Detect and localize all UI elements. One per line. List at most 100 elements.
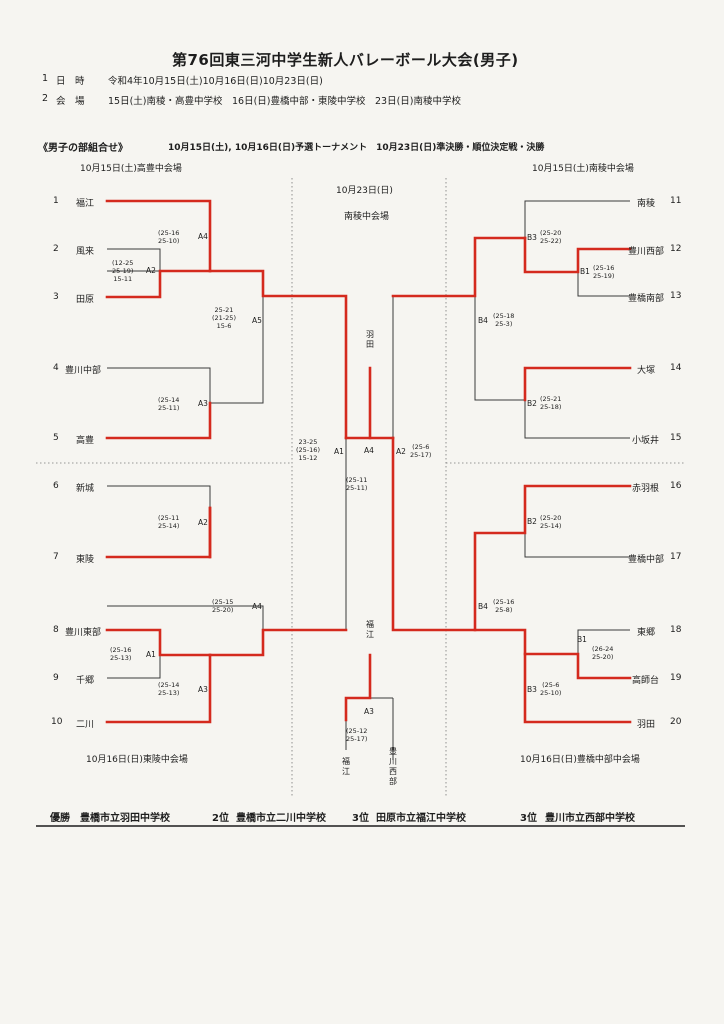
match-code: A2 — [146, 266, 156, 275]
match-code: B2 — [527, 399, 537, 408]
team-number: 20 — [670, 717, 682, 727]
match-code: A3 — [364, 707, 374, 716]
team-name: 豊川西部 — [628, 247, 665, 257]
tr-line — [524, 400, 630, 439]
team-number: 15 — [670, 433, 682, 443]
team-number: 6 — [53, 481, 59, 491]
venue-label: 会 場 — [56, 96, 85, 107]
team-number: 3 — [53, 292, 59, 302]
match-code: B1 — [580, 267, 590, 276]
match-code: B4 — [478, 316, 488, 325]
team-name: 南稜 — [637, 199, 656, 209]
tr-win — [391, 236, 527, 298]
team-number: 4 — [53, 363, 59, 373]
date-number: 1 — [42, 73, 49, 84]
match-code: A1 — [334, 447, 344, 456]
team-name: 赤羽根 — [632, 484, 660, 494]
third-right-label: 豊川西部 — [389, 747, 397, 786]
section-schedule: 10月15日(土), 10月16日(日)予選トーナメント 10月23日(日)準決… — [168, 143, 545, 153]
venue-top-left: 10月15日(土)高豊中会場 — [80, 164, 182, 174]
team-name: 福江 — [76, 199, 95, 209]
tl-line — [107, 367, 211, 403]
team-number: 5 — [53, 433, 59, 443]
team-name: 豊橋中部 — [628, 555, 665, 565]
match-code: A5 — [252, 316, 262, 325]
br-line — [577, 629, 630, 654]
third-left-label: 福江 — [342, 757, 350, 776]
tl-win — [105, 269, 212, 299]
result-first-value: 豊橋市立羽田中学校 — [80, 813, 170, 824]
team-name: 風来 — [76, 247, 95, 257]
date-label: 日 時 — [56, 76, 85, 87]
tl-line — [210, 296, 264, 404]
team-number: 1 — [53, 196, 59, 206]
team-name: 豊川中部 — [65, 366, 102, 376]
team-name: 小坂井 — [632, 436, 660, 446]
final-runner-up-label: 福江 — [366, 620, 374, 639]
match-code: A4 — [198, 232, 208, 241]
team-number: 10 — [51, 717, 63, 727]
venue-center-date: 10月23日(日) — [336, 186, 393, 196]
third-win — [344, 653, 372, 722]
result-third-a-value: 田原市立福江中学校 — [376, 813, 466, 824]
team-number: 14 — [670, 363, 682, 373]
team-number: 9 — [53, 673, 59, 683]
team-name: 高師台 — [632, 676, 660, 686]
team-number: 11 — [670, 196, 682, 206]
match-code: A1 — [146, 650, 156, 659]
tr-win — [523, 366, 632, 402]
venue-bottom-left: 10月16日(日)東陵中会場 — [86, 755, 188, 765]
team-name: 田原 — [76, 295, 95, 305]
tl-win — [105, 401, 212, 440]
team-name: 東郷 — [637, 628, 656, 638]
result-third-a-label: 3位 — [352, 813, 369, 824]
result-third-b-label: 3位 — [520, 813, 537, 824]
match-code: A2 — [198, 518, 208, 527]
tl-line — [107, 248, 161, 272]
team-name: 豊川東部 — [65, 628, 102, 638]
match-code: A2 — [396, 447, 406, 456]
match-code: B4 — [478, 602, 488, 611]
bl-line — [107, 605, 264, 630]
team-number: 7 — [53, 552, 59, 562]
team-number: 17 — [670, 552, 682, 562]
match-code: B3 — [527, 685, 537, 694]
match-code: A4 — [252, 602, 262, 611]
team-name: 東陵 — [76, 555, 95, 565]
section-heading: 《男子の部組合せ》 — [38, 143, 128, 154]
match-code: A4 — [364, 446, 374, 455]
tl-win — [208, 269, 348, 440]
venue-bottom-right: 10月16日(日)豊橋中部中会場 — [520, 755, 640, 765]
bl-win — [105, 653, 212, 724]
team-number: 2 — [53, 244, 59, 254]
br-win — [391, 436, 632, 632]
result-second-label: 2位 — [212, 813, 229, 824]
team-name: 羽田 — [637, 720, 656, 730]
tr-line — [474, 333, 525, 401]
match-code: B1 — [577, 635, 587, 644]
team-number: 16 — [670, 481, 682, 491]
date-value: 令和4年10月15日(土)10月16日(日)10月23日(日) — [108, 76, 323, 87]
team-number: 13 — [670, 291, 682, 301]
tr-line — [577, 272, 630, 297]
tr-line — [524, 200, 630, 238]
team-name: 新城 — [76, 484, 95, 494]
page-title: 第76回東三河中学生新人バレーボール大会(男子) — [172, 51, 519, 69]
bl-line — [107, 485, 211, 508]
result-third-b-value: 豊川市立西部中学校 — [545, 813, 635, 824]
final-winner-label: 羽田 — [366, 330, 374, 349]
